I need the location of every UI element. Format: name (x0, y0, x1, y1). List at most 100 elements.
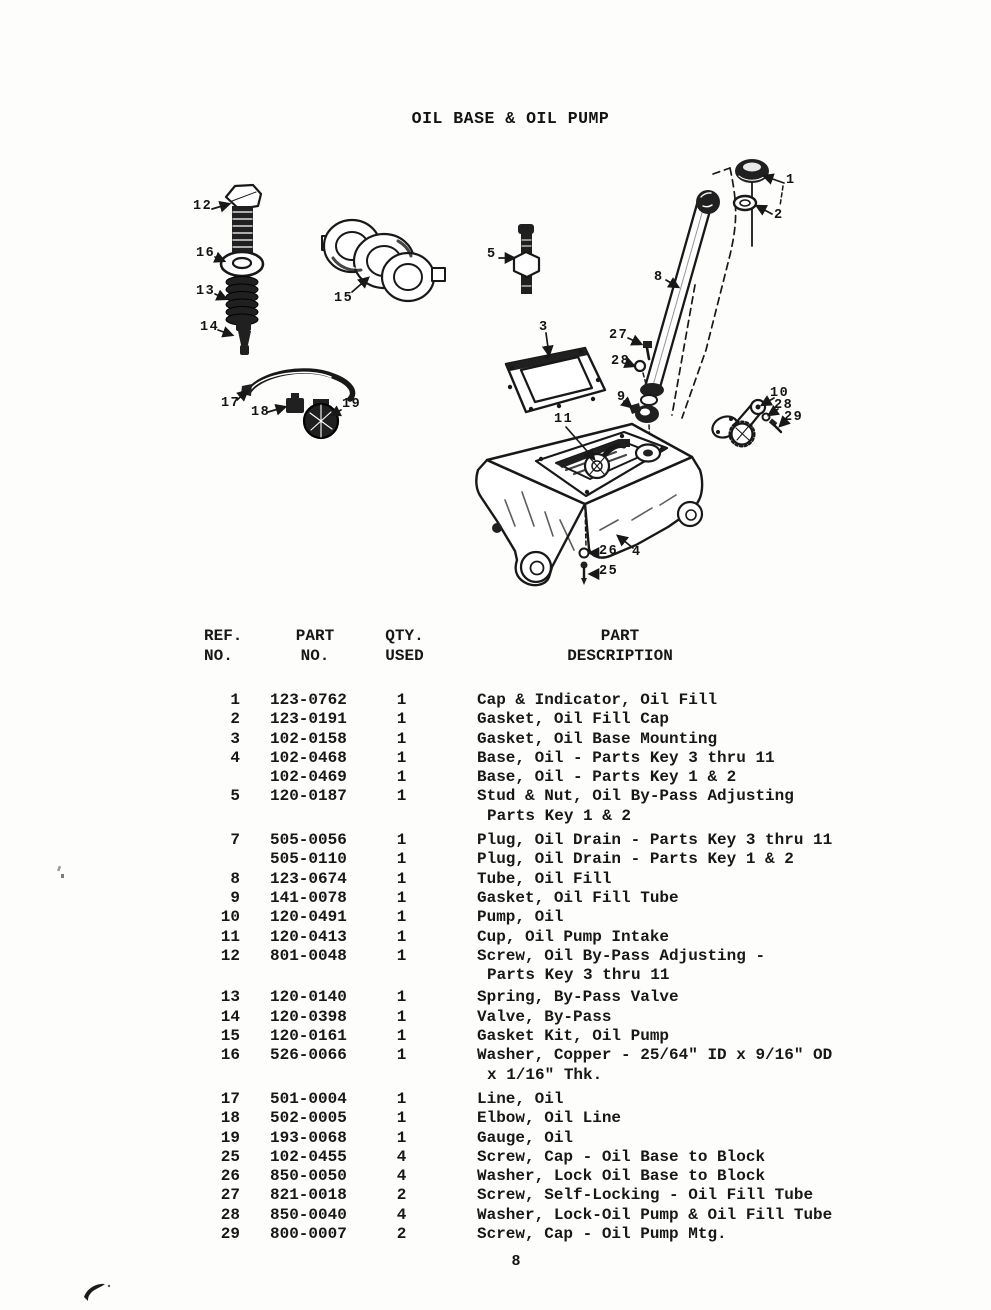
ref-no-cell: 28 (220, 1205, 240, 1224)
table-row: 10 120-0491 1 Pump, Oil (190, 908, 890, 927)
part-bypass-valve-14 (236, 322, 251, 355)
table-row: 5 120-0187 1 Stud & Nut, Oil By-Pass Adj… (190, 787, 890, 826)
callout-28: 28 (611, 354, 631, 369)
part-no-cell: 801-0048 (270, 946, 347, 965)
description-cell: Plug, Oil Drain - Parts Key 1 & 2 (477, 850, 794, 869)
callout-17: 17 (221, 396, 241, 411)
callout-1: 1 (786, 173, 796, 188)
ref-no-cell: 8 (230, 869, 240, 888)
table-row: 26 850-0050 4 Washer, Lock Oil Base to B… (190, 1167, 890, 1186)
ref-no-cell: 19 (220, 1128, 240, 1147)
ref-no-cell (190, 768, 240, 787)
callout-2: 2 (774, 208, 784, 223)
table-row: 13 120-0140 1 Spring, By-Pass Valve (190, 988, 890, 1007)
callout-5: 5 (487, 247, 497, 262)
ref-no-cell: 27 (220, 1186, 240, 1205)
ref-no-cell: 12 (220, 946, 240, 965)
qty-used-cell: 4 (396, 1167, 407, 1186)
callout-25: 25 (599, 564, 619, 579)
part-no-cell: 850-0040 (270, 1205, 347, 1224)
ref-no-cell: 14 (220, 1007, 240, 1026)
ref-no-cell: 16 (220, 1046, 240, 1065)
table-row: 8 123-0674 1 Tube, Oil Fill (190, 870, 890, 889)
description-cell: Washer, Lock-Oil Pump & Oil Fill Tube (477, 1205, 833, 1224)
description-cell: Gasket, Oil Fill Tube (477, 888, 679, 907)
ref-no-cell: 11 (220, 927, 240, 946)
part-no-cell: 123-0674 (270, 869, 347, 888)
part-adjusting-screw-12 (224, 183, 263, 253)
callout-4: 4 (632, 545, 642, 560)
part-no-cell: 526-0066 (270, 1046, 347, 1065)
part-bypass-spring-13 (225, 276, 259, 326)
part-no-cell: 120-0491 (270, 908, 347, 927)
part-no-cell: 505-0056 (270, 831, 347, 850)
table-header: REF. NO. PART NO. QTY. USED PART DESCRIP… (190, 626, 890, 666)
part-oil-line-elbow-18 (286, 393, 304, 413)
table-row: 9 141-0078 1 Gasket, Oil Fill Tube (190, 889, 890, 908)
part-no-cell: 123-0762 (270, 691, 347, 709)
part-oil-fill-tube-8 (640, 167, 737, 419)
callout-18: 18 (251, 405, 271, 420)
callout-19: 19 (342, 397, 362, 412)
ink-smudge (84, 1283, 105, 1301)
qty-used-cell: 1 (396, 1027, 407, 1046)
part-oil-fill-cap-1 (735, 159, 784, 247)
ref-no-cell: 26 (220, 1167, 240, 1186)
part-fill-cap-gasket-2 (732, 194, 758, 212)
ref-no-cell: 9 (230, 888, 240, 907)
col-header-desc-line1: PART (600, 627, 640, 645)
table-row: 3 102-0158 1 Gasket, Oil Base Mounting (190, 730, 890, 749)
qty-used-cell: 1 (396, 850, 407, 869)
qty-used-cell: 2 (396, 1225, 407, 1244)
callout-leader-lines (211, 173, 791, 580)
table-row: 12 801-0048 1 Screw, Oil By-Pass Adjusti… (190, 947, 890, 986)
table-row: 2 123-0191 1 Gasket, Oil Fill Cap (190, 710, 890, 729)
qty-used-cell: 4 (396, 1147, 407, 1166)
col-header-qty-line2: USED (385, 647, 424, 665)
qty-used-cell: 1 (396, 710, 407, 729)
col-header-qty-line1: QTY. (385, 627, 424, 645)
qty-used-cell: 1 (396, 946, 407, 965)
part-no-cell: 501-0004 (270, 1089, 347, 1108)
table-row: 14 120-0398 1 Valve, By-Pass (190, 1008, 890, 1027)
part-no-cell: 102-0455 (270, 1147, 347, 1166)
table-row: 25 102-0455 4 Screw, Cap - Oil Base to B… (190, 1148, 890, 1167)
part-base-gasket-3 (504, 346, 607, 414)
table-row: 11 120-0413 1 Cup, Oil Pump Intake (190, 928, 890, 947)
description-cell: Valve, By-Pass (477, 1007, 612, 1026)
table-row: 29 800-0007 2 Screw, Cap - Oil Pump Mtg. (190, 1225, 890, 1244)
qty-used-cell: 1 (396, 691, 407, 709)
ref-no-cell: 13 (220, 988, 240, 1007)
qty-used-cell: 1 (396, 1046, 407, 1065)
part-gasket-kit-15 (321, 218, 446, 303)
col-header-description: PART DESCRIPTION (445, 626, 890, 666)
qty-used-cell: 1 (396, 1007, 407, 1026)
callout-29: 29 (784, 410, 804, 425)
ink-speck (107, 1284, 111, 1288)
description-cell: Spring, By-Pass Valve (477, 988, 679, 1007)
part-no-cell: 505-0110 (270, 850, 347, 869)
ref-no-cell: 5 (230, 787, 240, 806)
page-title: OIL BASE & OIL PUMP (411, 109, 610, 128)
callout-26: 26 (599, 544, 619, 559)
table-row: 15 120-0161 1 Gasket Kit, Oil Pump (190, 1027, 890, 1046)
table-row: 28 850-0040 4 Washer, Lock-Oil Pump & Oi… (190, 1206, 890, 1225)
ref-no-cell: 1 (230, 691, 240, 709)
part-no-cell: 123-0191 (270, 710, 347, 729)
ref-no-cell: 17 (220, 1089, 240, 1108)
qty-used-cell: 1 (396, 787, 407, 806)
qty-used-cell: 1 (396, 869, 407, 888)
ref-no-cell: 29 (220, 1225, 240, 1244)
description-cell: Pump, Oil (477, 908, 564, 927)
ref-no-cell: 18 (220, 1109, 240, 1128)
table-row: 19 193-0068 1 Gauge, Oil (190, 1129, 890, 1148)
col-header-ref-line2: NO. (204, 647, 233, 665)
ref-no-cell: 2 (230, 710, 240, 729)
callout-12: 12 (193, 199, 213, 214)
callout-8: 8 (654, 270, 664, 285)
ref-no-cell: 7 (230, 831, 240, 850)
description-cell: Gasket, Oil Fill Cap (477, 710, 670, 729)
